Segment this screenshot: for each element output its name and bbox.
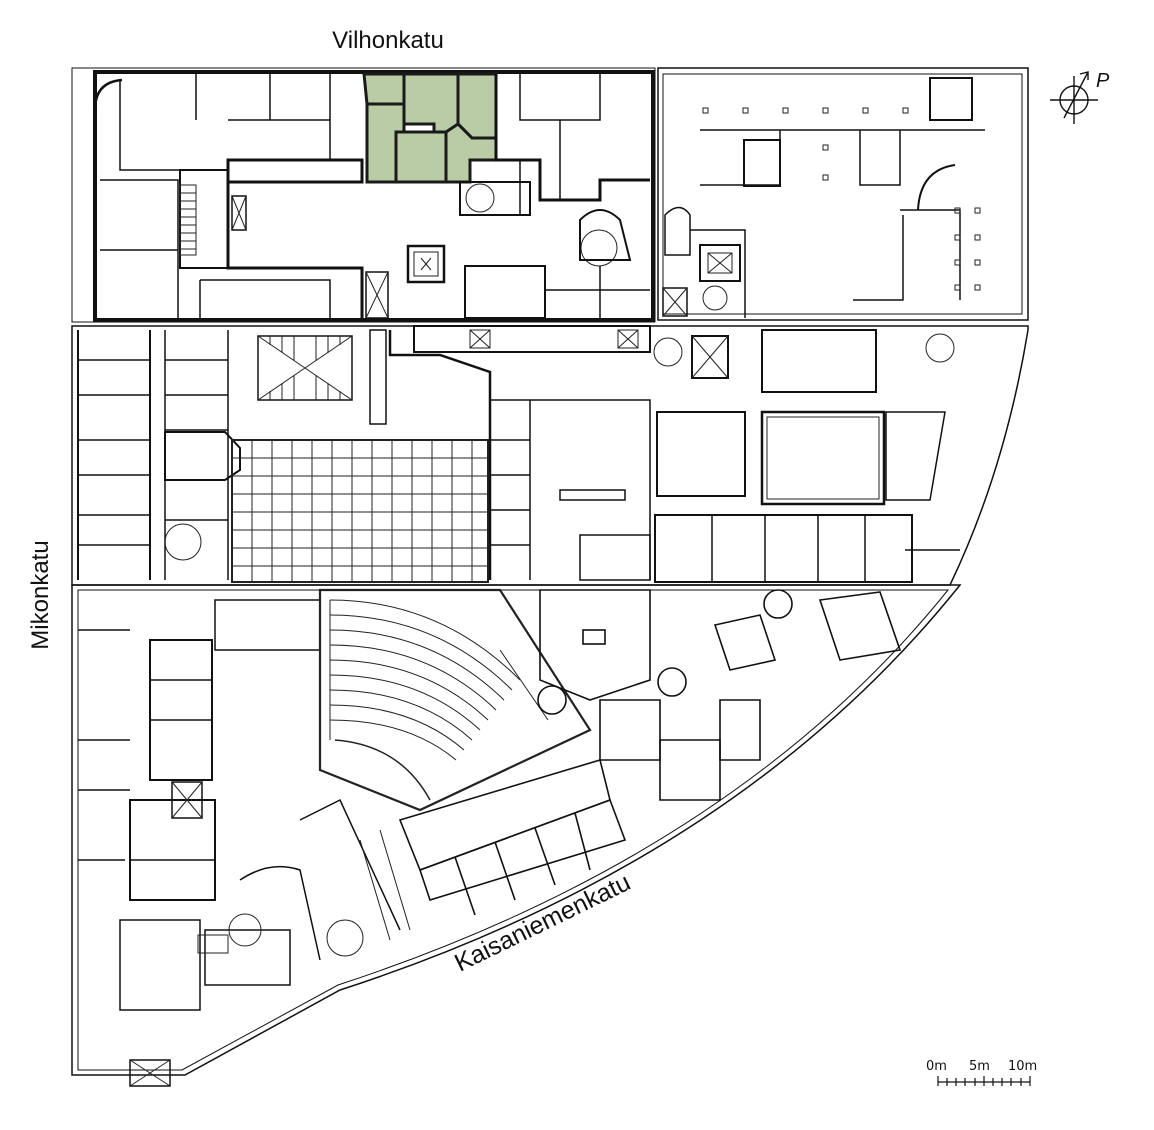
scale-bar: 0m 5m 10m <box>926 1059 1037 1086</box>
highlight-room-b <box>402 72 460 134</box>
scale-label-5: 5m <box>969 1059 990 1074</box>
building-walls <box>71 67 1029 1076</box>
north-arrow-label: P <box>1096 70 1110 92</box>
ne-block-rooms <box>662 77 985 318</box>
stair-nw <box>179 184 197 256</box>
scale-label-0: 0m <box>926 1059 947 1074</box>
glazed-roof-grid <box>231 439 489 583</box>
street-label-north: Vilhonkatu <box>332 27 444 54</box>
diagonal-rooms <box>398 589 902 916</box>
highlight-room-e <box>394 130 448 184</box>
scale-label-10: 10m <box>1008 1059 1037 1074</box>
south-block-rooms <box>78 588 902 1087</box>
highlighted-rooms <box>362 72 498 184</box>
street-label-west: Mikonkatu <box>27 540 54 649</box>
nw-block-rooms <box>100 72 650 320</box>
auditorium <box>318 588 592 812</box>
highlight-room-a <box>362 72 406 106</box>
middle-band-rooms <box>77 325 960 583</box>
pyramid-skylight <box>257 335 353 401</box>
north-arrow-icon <box>1050 71 1098 124</box>
